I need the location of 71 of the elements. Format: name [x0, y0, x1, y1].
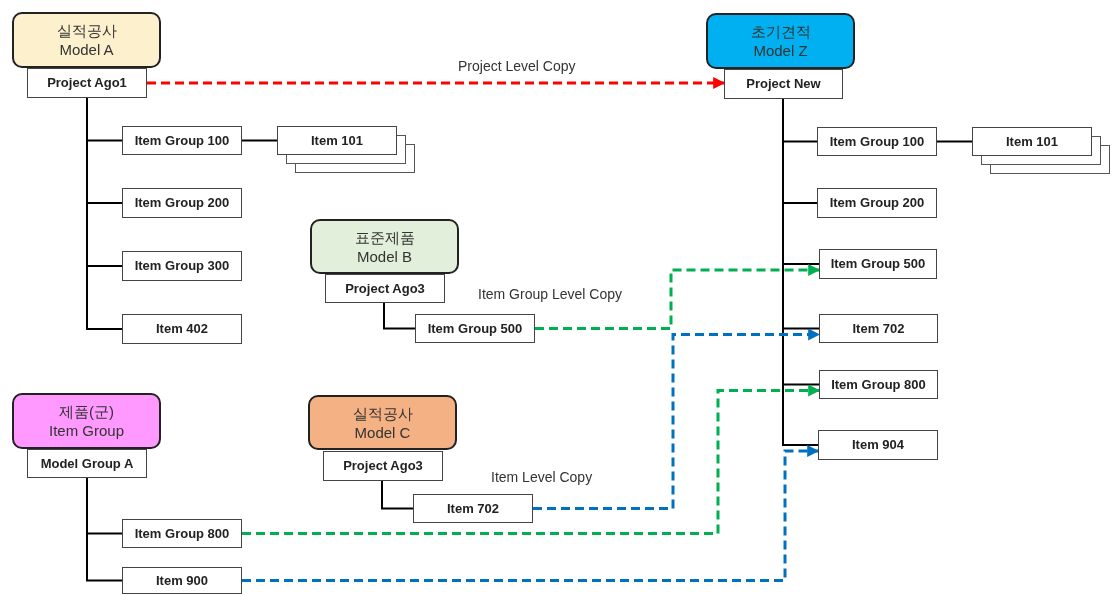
header-text: 제품(군) [59, 402, 114, 421]
header-text: 초기견적 [750, 22, 811, 41]
item-box [817, 188, 937, 218]
arrow [147, 77, 726, 89]
arrow [242, 384, 821, 535]
item-label: Item 101 [310, 131, 363, 150]
item-label: Item 702 [852, 319, 905, 338]
item-label: Item Group 200 [829, 194, 925, 213]
item-box [817, 127, 937, 156]
item-label: Item 702 [446, 499, 499, 518]
header-text: Model Z [753, 41, 808, 60]
item-label: Model Group A [40, 454, 134, 473]
arrow [533, 328, 821, 510]
connector-line [241, 139, 278, 142]
item-label: Item 900 [155, 571, 208, 590]
item-label: Item Group 800 [134, 524, 230, 543]
item-label: Project Ago1 [47, 74, 127, 93]
item-box [972, 127, 1092, 156]
item-box [122, 126, 242, 155]
item-box [724, 69, 843, 99]
connector-line [86, 477, 123, 582]
edge-label: Project Level Copy [456, 58, 578, 76]
item-label: Item Group 500 [427, 319, 523, 338]
header-text: 표준제품 [354, 227, 415, 247]
item-box [27, 68, 147, 98]
item-box [325, 274, 445, 303]
edge-label: Item Group Level Copy [476, 286, 624, 304]
item-box [415, 314, 535, 343]
header-text: 실적공사 [56, 21, 117, 40]
model-header-box [12, 393, 161, 449]
model-header-box [308, 395, 457, 450]
connector-line [383, 302, 416, 330]
item-box [122, 519, 242, 548]
item-box [122, 188, 242, 218]
item-label: Item Group 100 [829, 132, 925, 151]
item-box [122, 314, 242, 344]
item-box [818, 430, 938, 460]
connector-line [936, 140, 973, 143]
edge-label: Item Level Copy [489, 469, 595, 487]
item-label: Project Ago3 [345, 279, 425, 298]
arrow [535, 264, 821, 330]
item-box [413, 494, 533, 523]
arrow [242, 445, 820, 582]
item-box [27, 449, 147, 478]
item-label: Item 101 [1005, 132, 1058, 151]
item-label: Item Group 300 [134, 257, 230, 276]
item-box [819, 249, 937, 279]
item-box [122, 567, 242, 594]
item-label: Item Group 500 [830, 255, 926, 274]
model-header-box [12, 12, 161, 68]
item-box [323, 451, 443, 481]
item-label: Item Group 800 [831, 375, 926, 394]
header-text: Model C [354, 422, 411, 442]
item-box [819, 370, 938, 399]
item-label: Item Group 100 [134, 131, 230, 150]
header-text: 실적공사 [352, 403, 413, 423]
connector-line [86, 97, 123, 330]
item-box [819, 314, 938, 343]
model-header-box [310, 219, 459, 274]
item-label: Item 904 [851, 436, 904, 455]
header-text: Item Group [49, 421, 124, 440]
item-box [277, 126, 397, 155]
header-text: Model B [357, 246, 412, 266]
model-header-box [706, 13, 855, 69]
item-label: Project Ago3 [343, 457, 423, 476]
connector-line [381, 480, 414, 510]
item-box [122, 251, 242, 281]
item-label: Project New [746, 75, 821, 94]
item-label: Item Group 200 [134, 194, 230, 213]
item-label: Item 402 [155, 320, 208, 339]
header-text: Model A [59, 40, 114, 59]
